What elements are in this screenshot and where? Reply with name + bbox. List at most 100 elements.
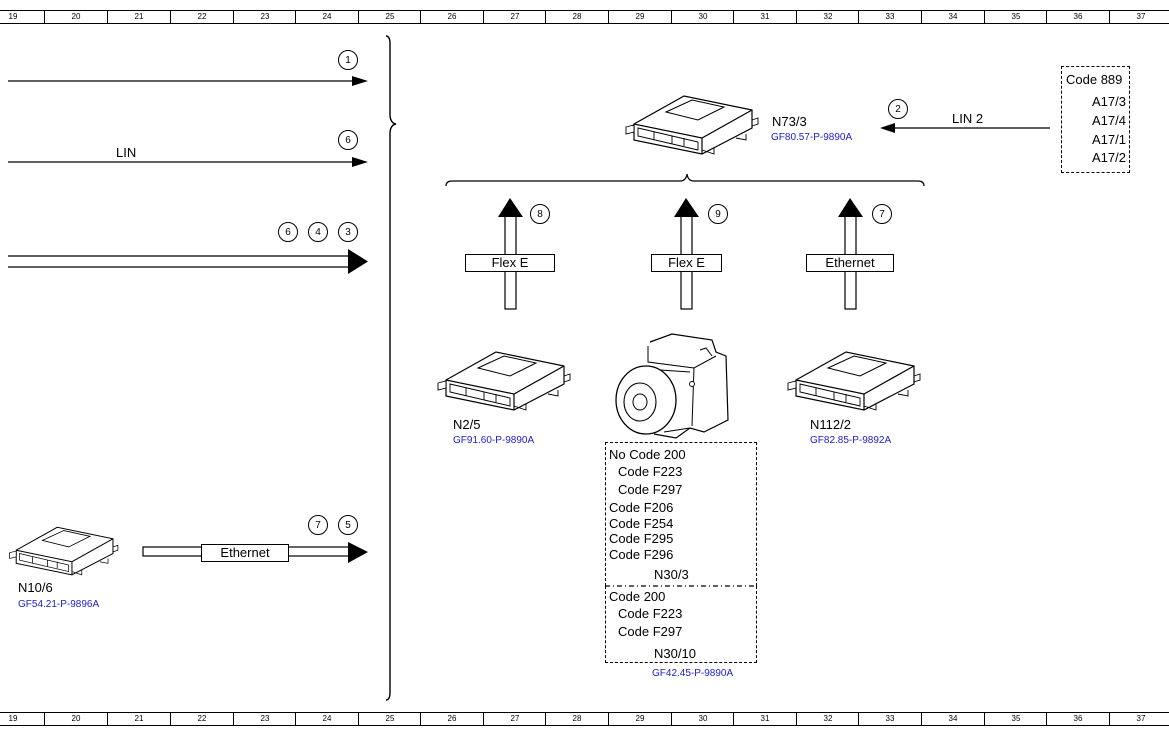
code-line: Code F297 xyxy=(618,482,683,497)
ruler-cell: 37 xyxy=(1109,11,1169,23)
lin2-label: LIN 2 xyxy=(952,111,984,126)
flex-e-tag: Flex E xyxy=(651,254,722,272)
code-line: No Code 200 xyxy=(609,447,686,462)
code889-box: Code 889 A17/3 A17/4 A17/1 A17/2 xyxy=(1061,66,1130,173)
small-brace xyxy=(445,173,925,187)
lin-label: LIN xyxy=(116,145,137,160)
brace xyxy=(385,35,397,701)
flex-e-arrow-head xyxy=(674,198,699,217)
ruler-cell: 19 xyxy=(0,713,44,725)
n73-3-module xyxy=(625,95,759,155)
code-line: Code F296 xyxy=(609,547,674,562)
ruler-cell: 33 xyxy=(858,713,921,725)
ruler-cell: 25 xyxy=(358,713,421,725)
code-line: Code 200 xyxy=(609,589,666,604)
ruler-cell: 32 xyxy=(796,11,859,23)
code-line: Code F206 xyxy=(609,500,674,515)
code-line: Code F223 xyxy=(618,464,683,479)
ruler-cell: 35 xyxy=(984,713,1047,725)
ruler-cell: 20 xyxy=(44,11,107,23)
ruler-cell: 36 xyxy=(1046,713,1109,725)
ref-circle: 2 xyxy=(888,99,908,119)
top-ruler: 19 20 21 22 23 24 25 26 27 28 29 30 31 3… xyxy=(0,10,1169,24)
n112-2-label: N112/2 xyxy=(810,417,851,432)
n112-2-module xyxy=(787,351,921,411)
lin2-arrow-head xyxy=(880,123,895,133)
ruler-cell: 23 xyxy=(233,713,296,725)
n73-3-label: N73/3 xyxy=(772,114,807,129)
ruler-cell: 27 xyxy=(483,11,546,23)
code889-item: A17/2 xyxy=(1092,150,1126,165)
ethernet-tag: Ethernet xyxy=(806,254,894,272)
ethernet-arrow-head xyxy=(348,542,368,563)
ref-circle: 3 xyxy=(338,222,358,242)
ruler-cell: 21 xyxy=(107,713,170,725)
ruler-cell: 21 xyxy=(107,11,170,23)
ref-circle: 7 xyxy=(872,204,892,224)
code889-title: Code 889 xyxy=(1066,72,1123,87)
ref-circle: 7 xyxy=(308,515,328,535)
ruler-cell: 29 xyxy=(608,713,671,725)
ruler-cell: 24 xyxy=(295,713,358,725)
code889-item: A17/1 xyxy=(1092,132,1126,147)
ruler-cell: 31 xyxy=(733,11,796,23)
flex-e-arrow-head xyxy=(498,198,523,217)
n10-6-module xyxy=(9,526,119,576)
ruler-cell: 26 xyxy=(420,713,483,725)
ruler-cell: 28 xyxy=(545,713,608,725)
code-line: Code F295 xyxy=(609,531,674,546)
ruler-cell: 22 xyxy=(170,11,233,23)
ethernet-tag: Ethernet xyxy=(201,544,289,562)
ruler-cell: 37 xyxy=(1109,713,1169,725)
ref-circle: 6 xyxy=(278,222,298,242)
ruler-cell: 25 xyxy=(358,11,421,23)
ruler-cell: 36 xyxy=(1046,11,1109,23)
ruler-cell: 23 xyxy=(233,11,296,23)
code-line: Code F223 xyxy=(618,606,683,621)
ref-circle: 1 xyxy=(338,50,358,70)
hydraulic-unit-icon xyxy=(615,333,729,439)
ref-circle: 4 xyxy=(308,222,328,242)
n10-6-label: N10/6 xyxy=(18,580,53,595)
ruler-cell: 29 xyxy=(608,11,671,23)
ruler-cell: 33 xyxy=(858,11,921,23)
n10-6-ref-link[interactable]: GF54.21-P-9896A xyxy=(18,599,100,610)
code-line: Code F254 xyxy=(609,516,674,531)
ruler-cell: 30 xyxy=(671,713,734,725)
ethernet-arrow-head xyxy=(838,198,863,217)
n112-2-ref-link[interactable]: GF82.85-P-9892A xyxy=(810,435,892,446)
n30-3-label: N30/3 xyxy=(654,567,689,582)
n2-5-ref-link[interactable]: GF91.60-P-9890A xyxy=(453,435,535,446)
ruler-cell: 19 xyxy=(0,11,44,23)
ruler-cell: 22 xyxy=(170,713,233,725)
ref-circle: 6 xyxy=(338,130,358,150)
ruler-cell: 24 xyxy=(295,11,358,23)
n2-5-module xyxy=(437,351,571,411)
ruler-cell: 26 xyxy=(420,11,483,23)
bottom-ruler: 19 20 21 22 23 24 25 26 27 28 29 30 31 3… xyxy=(0,712,1169,726)
ruler-cell: 34 xyxy=(921,713,984,725)
ruler-cell: 20 xyxy=(44,713,107,725)
ruler-cell: 35 xyxy=(984,11,1047,23)
bus-arrow-head xyxy=(348,249,368,274)
code889-item: A17/4 xyxy=(1092,113,1126,128)
arrow-head xyxy=(352,157,368,167)
n30-10-ref-link[interactable]: GF42.45-P-9890A xyxy=(652,668,734,679)
ref-circle: 5 xyxy=(338,515,358,535)
code-line: Code F297 xyxy=(618,624,683,639)
ref-circle: 8 xyxy=(530,204,550,224)
n73-3-ref-link[interactable]: GF80.57-P-9890A xyxy=(771,132,853,143)
arrow-head xyxy=(352,76,368,86)
ruler-cell: 30 xyxy=(671,11,734,23)
code889-item: A17/3 xyxy=(1092,94,1126,109)
flex-e-tag: Flex E xyxy=(465,254,555,272)
ruler-cell: 27 xyxy=(483,713,546,725)
ruler-cell: 34 xyxy=(921,11,984,23)
ruler-cell: 32 xyxy=(796,713,859,725)
ruler-cell: 31 xyxy=(733,713,796,725)
ruler-cell: 28 xyxy=(545,11,608,23)
n30-10-code-box: Code 200 Code F223 Code F297 N30/10 xyxy=(605,586,757,663)
n2-5-label: N2/5 xyxy=(453,417,481,432)
n30-3-code-box: No Code 200 Code F223 Code F297 Code F20… xyxy=(605,442,757,586)
